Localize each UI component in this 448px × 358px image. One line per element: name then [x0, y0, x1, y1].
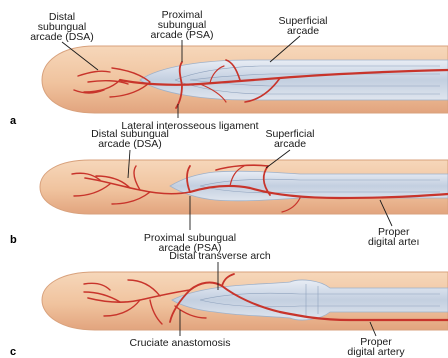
- panel-a-letter: a: [10, 115, 17, 127]
- panel-a-label-dsa-3: arcade (DSA): [30, 31, 94, 43]
- panel-a-label-psa-3: arcade (PSA): [150, 29, 213, 41]
- panel-b: Distal subungual arcade (DSA) Superficia…: [10, 128, 448, 254]
- panel-a-label-sup-2: arcade: [287, 25, 319, 37]
- panel-c-label-arch: Distal transverse arch: [169, 250, 271, 262]
- panel-c-label-pda-2: digital artery: [347, 346, 405, 358]
- panel-b-label-sup-2: arcade: [274, 138, 306, 150]
- panel-b-label-pda-2: digital arteı: [368, 236, 419, 248]
- panel-b-letter: b: [10, 234, 17, 246]
- panel-a: Distal subungual arcade (DSA) Proximal s…: [10, 9, 448, 132]
- panel-c: Distal transverse arch Cruciate anastomo…: [10, 250, 448, 358]
- panel-c-letter: c: [10, 346, 16, 358]
- panel-b-label-dsa-2: arcade (DSA): [98, 138, 162, 150]
- panel-c-label-cruciate: Cruciate anastomosis: [130, 337, 231, 349]
